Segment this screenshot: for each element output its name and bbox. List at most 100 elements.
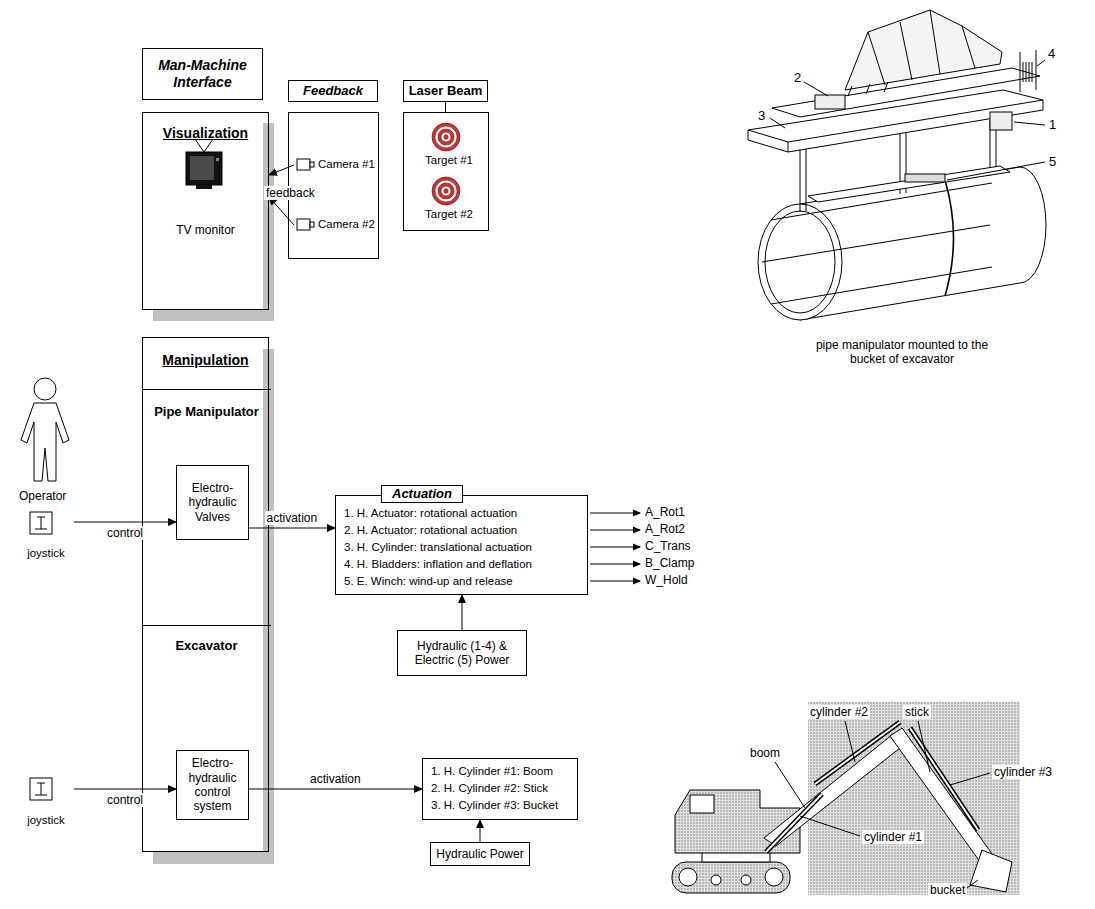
target-icon xyxy=(435,126,457,148)
joystick-icon xyxy=(35,517,47,529)
node-text: Feedback xyxy=(303,83,363,99)
excavator-illustration xyxy=(766,794,822,852)
excavator-illustration xyxy=(910,728,978,830)
camera-icon xyxy=(310,162,314,167)
part-label: cylinder #2 xyxy=(808,705,870,719)
target-icon xyxy=(444,135,448,139)
tv-monitor-icon xyxy=(186,139,222,189)
node-text: Camera #2 xyxy=(318,218,375,232)
edge-label: activation xyxy=(308,772,363,786)
excavator-illustration xyxy=(808,702,1020,895)
excavator-illustration xyxy=(741,875,751,885)
pipe-manipulator-illustration xyxy=(1014,122,1045,125)
connector-arrow xyxy=(74,789,176,790)
output-arrows xyxy=(590,581,640,582)
joystick: joystick xyxy=(18,505,74,563)
node-text: Excavator xyxy=(142,638,271,654)
section: ExcavatorElectro-hydraulic control syste… xyxy=(142,625,271,852)
node-text: 2. H. Cylinder #2: Stick xyxy=(431,782,548,796)
node-text: Electro-hydraulic control system xyxy=(180,756,245,814)
excavator-illustration xyxy=(967,880,978,888)
callout-number: 5 xyxy=(1049,154,1056,170)
connector-arrow xyxy=(269,197,294,225)
joystick-icon xyxy=(30,512,52,534)
panel: VisualizationTV monitor xyxy=(142,112,269,310)
process-box: Electro-hydraulic Valves xyxy=(176,465,249,540)
node-text: 1. H. Actuator: rotational actuation xyxy=(344,507,517,521)
node-text: joystick xyxy=(18,814,74,828)
excavator-illustration xyxy=(815,722,900,784)
part-label: A_Rot1 xyxy=(645,505,685,519)
operator-figure xyxy=(34,378,56,400)
excavator-illustration xyxy=(672,862,790,893)
target-icon xyxy=(438,129,454,145)
part-label: cylinder #1 xyxy=(862,830,924,844)
callout-number: 3 xyxy=(758,108,765,124)
excavator-illustration xyxy=(845,721,855,762)
excavator-illustration xyxy=(950,773,990,785)
node-text: 1. H. Cylinder #1: Boom xyxy=(431,765,553,779)
excavator-illustration xyxy=(815,722,900,784)
node-text: Hydraulic (1-4) & Electric (5) Power xyxy=(401,639,523,668)
camera-icon xyxy=(310,222,314,227)
node-text: Laser Beam xyxy=(409,83,483,99)
output-arrows xyxy=(590,513,640,581)
part-label: bucket xyxy=(928,883,967,897)
connector-arrow xyxy=(462,595,463,630)
node-text: Electro-hydraulic Valves xyxy=(180,481,245,524)
node-text: TV monitor xyxy=(143,223,268,237)
part-label: cylinder #3 xyxy=(992,765,1054,779)
pipe-manipulator-illustration xyxy=(1020,50,1036,92)
output-arrows xyxy=(590,513,640,514)
actuation-box: Actuation1. H. Actuator: rotational actu… xyxy=(335,495,588,595)
pipe-manipulator-illustration xyxy=(845,10,1002,90)
power-box: Hydraulic Power xyxy=(430,842,530,866)
tv-monitor-icon xyxy=(196,185,212,189)
part-label: W_Hold xyxy=(645,573,688,587)
panels xyxy=(445,102,446,112)
edge-label: activation xyxy=(265,511,320,525)
pipe-manipulator-illustration xyxy=(848,82,888,96)
node-text: Actuation xyxy=(381,485,463,503)
excavator-illustration xyxy=(766,794,822,852)
caption-text: pipe manipulator mounted to the bucket o… xyxy=(812,338,992,367)
connector-arrow xyxy=(480,820,481,842)
node-text: Hydraulic Power xyxy=(436,847,523,861)
callout-number: 1 xyxy=(1049,117,1056,133)
node-text: joystick xyxy=(18,547,74,561)
output-arrows xyxy=(590,564,640,565)
actuation-box: 1. H. Cylinder #1: Boom 2. H. Cylinder #2… xyxy=(422,758,578,820)
joystick: joystick xyxy=(18,772,74,830)
pipe-manipulator-illustration xyxy=(815,95,845,109)
output-arrows xyxy=(590,530,640,531)
edge-label: control xyxy=(105,793,145,807)
pipe-manipulator-illustration xyxy=(990,112,1012,130)
pipe-manipulator-illustration xyxy=(770,118,785,128)
target-icon xyxy=(438,183,454,199)
connector-arrow xyxy=(249,789,422,790)
part-label: C_Trans xyxy=(645,539,691,553)
process-box: Electro-hydraulic control system xyxy=(176,750,249,820)
node-text: 4. H. Bladders: inflation and deflation xyxy=(344,558,532,572)
excavator-illustration xyxy=(800,816,860,836)
pipe-manipulator-illustration xyxy=(748,10,1046,320)
panel: ManipulationPipe ManipulatorElectro-hydr… xyxy=(142,337,269,852)
pipe-manipulator-illustration xyxy=(947,162,1045,180)
camera-icon xyxy=(297,219,310,230)
target-icon xyxy=(441,186,451,196)
excavator-illustration xyxy=(918,721,930,772)
excavator-illustration xyxy=(679,868,697,886)
tv-monitor-icon xyxy=(216,158,219,161)
node-text: 3. H. Cylinder: translational actuation xyxy=(344,541,532,555)
operator-figure xyxy=(21,378,69,481)
target-icon xyxy=(444,189,448,193)
tv-monitor-icon xyxy=(190,156,214,180)
target: Target #2 xyxy=(405,172,493,224)
joystick-icon xyxy=(35,783,47,795)
edge-label: control xyxy=(105,526,145,540)
camera-icon xyxy=(297,159,310,170)
operator-figure xyxy=(21,403,69,481)
pipe-manipulator-illustration xyxy=(765,211,835,313)
part-label: B_Clamp xyxy=(645,556,694,570)
excavator-illustration xyxy=(711,875,721,885)
